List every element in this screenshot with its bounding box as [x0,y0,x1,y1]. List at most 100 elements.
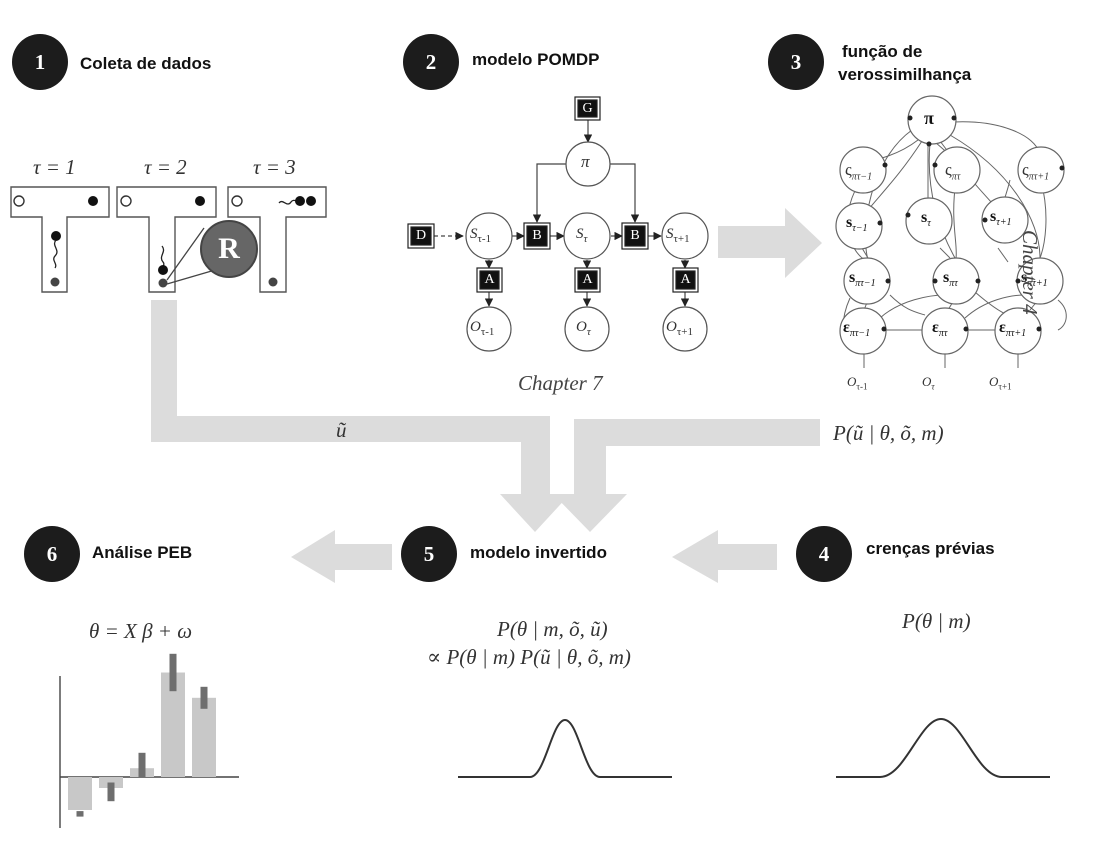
state-node [661,212,709,260]
likelihood-outcome-label: Oτ-1 [847,374,868,392]
state-node [465,212,513,260]
step-2-label: modelo POMDP [472,50,600,69]
policy-state-label: sπτ [943,269,958,290]
outcome-subscript: τ+1 [676,326,693,338]
agent-path [53,239,58,269]
empty-arm-marker [13,195,25,207]
policy-label: π [581,152,590,171]
step-3-label-line1: função de [842,42,923,61]
pomdp-nodes [465,141,709,352]
peb-error-bar [76,811,84,817]
hidden-state-label: sτ+1 [990,208,1012,229]
likelihood-outcome-label: Oτ+1 [989,374,1012,392]
state-symbol: S [576,226,584,242]
precision-label: ςπτ+1 [1022,160,1050,183]
data-to-inverted-arrow [151,300,570,532]
likelihood-junctions [877,115,1065,332]
cue-marker [268,277,278,287]
posterior-density-curve [458,718,672,778]
error-subscript: πτ−1 [849,328,871,340]
state-symbol: S [666,226,674,242]
precision-subscript: πτ+1 [1028,171,1050,183]
a-box-inner [675,270,696,290]
a-box-label: A [582,272,593,287]
peb-error-bar [107,782,115,802]
t-maze-1 [10,186,110,293]
t-maze-panels [10,186,327,293]
t-maze-3 [227,186,327,293]
agent-dot [295,196,305,206]
trial-label-3: τ = 3 [253,155,296,179]
prior-density-curve [836,717,1050,778]
outcome-node [662,306,708,352]
likelihood-outcome-subscript: τ [931,381,935,392]
prior-formula: P(θ | m) [902,609,971,633]
state-node [563,212,611,260]
step-2-circle: 2 [403,34,459,90]
likelihood-outcome-subscript: τ-1 [856,381,868,392]
error-node [839,307,887,355]
peb-bar [192,697,216,777]
hidden-state-node [835,202,883,250]
flow-arrows [151,208,822,583]
d-box-inner [410,226,432,246]
state-label: Sτ-1 [470,226,491,245]
error-subscript: πτ [938,328,948,340]
step-4-number: 4 [818,541,830,566]
a-box-inner [479,270,500,290]
filled-arm-marker [306,196,316,206]
step-1-label: Coleta de dados [80,54,212,73]
peb-error-bar [200,686,208,709]
policy-state-subscript: πτ [949,278,958,290]
outcome-symbol: O [470,319,481,335]
agent-dot [158,265,168,275]
t-maze-2 [116,186,217,293]
t-maze-details [13,195,316,288]
posterior-formula-line1: P(θ | m, õ, ũ) [497,617,608,641]
likelihood-formula: P(ũ | θ, õ, m) [833,421,944,445]
policy-node [565,141,611,187]
step-5-number: 5 [423,541,435,566]
hidden-state-node [981,196,1029,244]
step-4-circle: 4 [796,526,852,582]
a-box-inner [577,270,598,290]
step-4-label: crenças prévias [866,539,995,558]
empty-arm-marker [231,195,243,207]
precision-label: ςπτ−1 [845,160,873,183]
a-box-label: A [680,272,691,287]
step-3-label-line2: verossimilhança [838,65,972,84]
state-subscript: τ [583,233,588,245]
policy-state-label: sπτ+1 [1021,269,1048,290]
filled-arm-marker [88,196,98,206]
error-node [921,307,969,355]
pomdp-boxes [407,96,699,293]
precision-node [933,146,981,194]
reward-zoom-circle [200,220,258,278]
hidden-state-node [905,197,953,245]
peb-bar [68,777,92,810]
outcome-node [564,306,610,352]
posterior-formula-line2: ∝ P(θ | m) P(ũ | θ, õ, m) [427,645,631,669]
outcome-label: Oτ+1 [666,319,693,338]
precision-label: ςπτ [945,160,961,183]
b-box-label: B [630,228,640,243]
b-box-label: B [532,228,542,243]
error-label: επτ [932,319,948,340]
g-box-label: G [582,101,593,116]
pomdp-to-likelihood-arrow [718,208,822,278]
a-box-label: A [484,272,495,287]
step-1-circle: 1 [12,34,68,90]
error-label: επτ+1 [999,319,1027,340]
g-box-inner [577,99,598,118]
state-subscript: τ+1 [673,233,690,245]
error-subscript: πτ+1 [1005,328,1027,340]
step-6-label: Análise PEB [92,543,193,562]
chapter-4-label: Chapter 4 [1018,230,1042,315]
outcome-label: Oτ [576,319,591,338]
b-box-inner [624,225,646,247]
u-tilde-label: ũ [336,418,347,442]
trial-label-2: τ = 2 [144,155,187,179]
precision-node [839,146,887,194]
step-6-circle: 6 [24,526,80,582]
chapter-7-label: Chapter 7 [518,371,603,395]
